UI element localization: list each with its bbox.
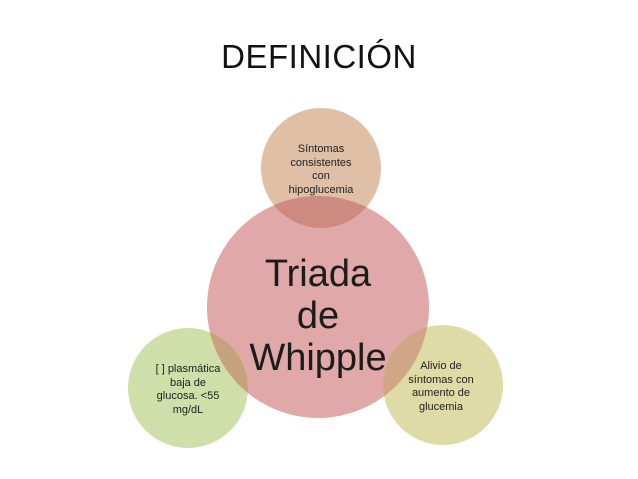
circle-left xyxy=(128,328,248,448)
top-circle-label: Síntomas consistentes con hipoglucemia xyxy=(288,143,354,196)
left-circle-label: [ ] plasmática baja de glucosa. <55 mg/d… xyxy=(155,363,221,416)
right-circle-label: Alivio de síntomas con aumento de glucem… xyxy=(408,360,474,413)
circle-top xyxy=(261,108,381,228)
circle-main xyxy=(207,196,429,418)
main-circle-label: Triada de Whipple xyxy=(249,253,387,379)
slide-title: DEFINICIÓN xyxy=(221,38,417,75)
